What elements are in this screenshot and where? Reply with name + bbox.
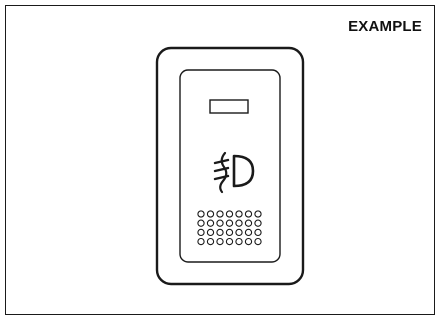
grip-dot (197, 210, 205, 218)
grip-dot (254, 228, 262, 237)
grip-dot (206, 237, 215, 246)
grip-dot (235, 210, 243, 218)
grip-dot (244, 228, 253, 237)
dot-grip-pattern (197, 210, 262, 246)
grip-dot (244, 219, 253, 227)
grip-dot (206, 219, 215, 227)
grip-dot (216, 219, 224, 227)
grip-dot (206, 228, 215, 237)
grip-dot (225, 228, 234, 237)
grip-dot (225, 210, 234, 218)
grip-dot (235, 228, 243, 237)
grip-dot (254, 219, 262, 227)
grip-dot (244, 237, 253, 246)
grip-dot (225, 219, 234, 227)
grip-dot (244, 210, 253, 218)
fog-light-symbol-icon (213, 151, 255, 194)
example-label: EXAMPLE (348, 18, 422, 35)
grip-dot (216, 228, 224, 237)
grip-dot (216, 237, 224, 246)
grip-dot (235, 237, 243, 246)
grip-dot (254, 237, 262, 246)
grip-dot (197, 237, 205, 246)
grip-dot (216, 210, 224, 218)
grip-dot (254, 210, 262, 218)
grip-dot (235, 219, 243, 227)
grip-dot (197, 219, 205, 227)
grip-dot (225, 237, 234, 246)
indicator-lamp (209, 99, 249, 114)
fog-light-switch-diagram (155, 46, 305, 286)
grip-dot (197, 228, 205, 237)
grip-dot (206, 210, 215, 218)
